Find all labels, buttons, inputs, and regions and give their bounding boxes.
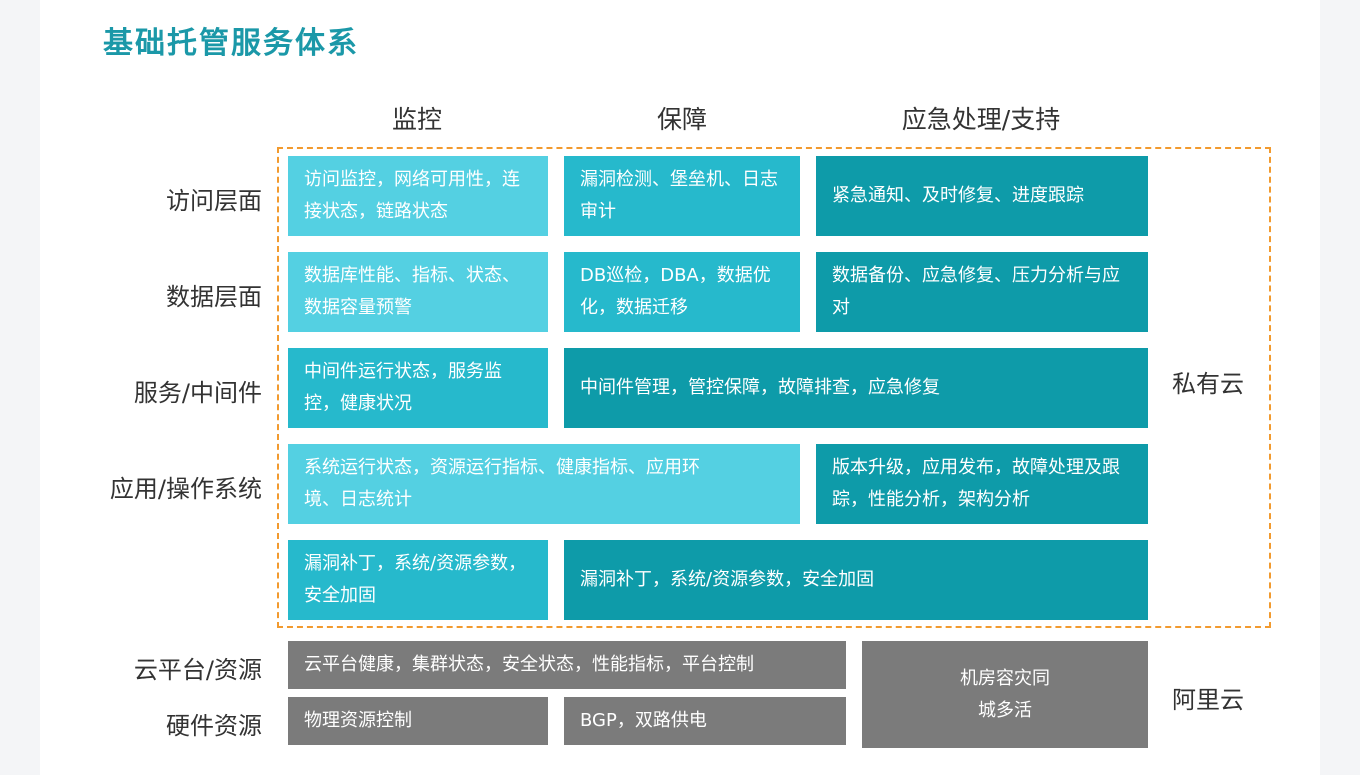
cell-data-emergency: 数据备份、应急修复、压力分析与应对 [816, 252, 1148, 332]
column-header-monitor: 监控 [391, 105, 442, 134]
row-label-middleware: 服务/中间件 [133, 379, 262, 407]
cell-disaster-recovery: 机房容灾同城多活 [862, 641, 1148, 748]
row-label-access: 访问层面 [166, 187, 262, 215]
cell-access-emergency: 紧急通知、及时修复、进度跟踪 [816, 156, 1148, 236]
row-label-cloud: 云平台/资源 [133, 656, 262, 684]
cell-hardware-monitor: 物理资源控制 [288, 697, 548, 745]
cell-data-guard: DB巡检，DBA，数据优化，数据迁移 [564, 252, 800, 332]
cell-data-monitor: 数据库性能、指标、状态、数据容量预警 [288, 252, 548, 332]
cell-access-monitor: 访问监控，网络可用性，连接状态，链路状态 [288, 156, 548, 236]
cell-access-guard: 漏洞检测、堡垒机、日志审计 [564, 156, 800, 236]
cell-app-emergency: 版本升级，应用发布，故障处理及跟踪，性能分析，架构分析 [816, 444, 1148, 524]
row-label-data: 数据层面 [166, 283, 262, 311]
column-header-guard: 保障 [656, 105, 707, 134]
cell-cloud-monitor: 云平台健康，集群状态，安全状态，性能指标，平台控制 [288, 641, 846, 689]
page-title: 基础托管服务体系 [103, 26, 359, 61]
cell-patch-guard: 漏洞补丁，系统/资源参数，安全加固 [564, 540, 1148, 620]
private-cloud-border [277, 147, 1271, 628]
cell-patch-monitor: 漏洞补丁，系统/资源参数，安全加固 [288, 540, 548, 620]
column-header-emergency: 应急处理/支持 [901, 105, 1061, 134]
side-label-aliyun: 阿里云 [1172, 686, 1244, 714]
row-label-hardware: 硬件资源 [166, 712, 262, 740]
cell-app-monitor: 系统运行状态，资源运行指标、健康指标、应用环境、日志统计 [288, 444, 800, 524]
side-label-private-cloud: 私有云 [1172, 370, 1244, 398]
cell-middleware-guard: 中间件管理，管控保障，故障排查，应急修复 [564, 348, 1148, 428]
cell-hardware-guard: BGP，双路供电 [564, 697, 846, 745]
cell-middleware-monitor: 中间件运行状态，服务监控，健康状况 [288, 348, 548, 428]
row-label-app-os: 应用/操作系统 [109, 475, 262, 503]
